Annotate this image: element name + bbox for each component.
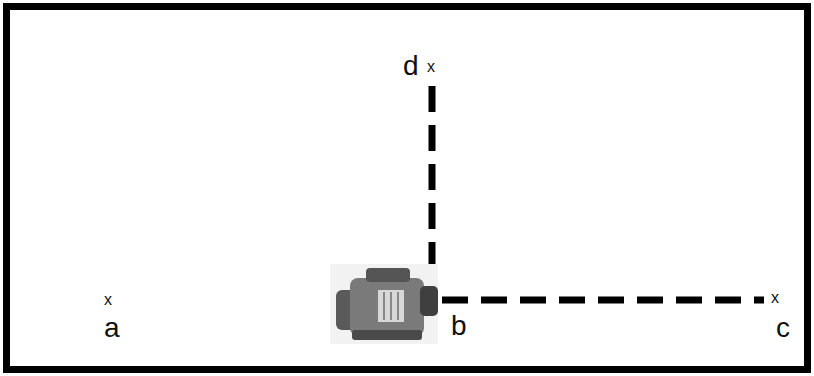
device-base [352, 330, 422, 340]
point-marker: x [104, 292, 112, 308]
device-top [366, 268, 410, 282]
device-grille [397, 292, 399, 320]
dashed-line [442, 297, 764, 304]
point-marker: x [427, 59, 435, 75]
device-grille [383, 292, 385, 320]
point-marker: x [771, 290, 779, 306]
device-grille [390, 292, 392, 320]
device-window [378, 290, 404, 322]
point-letter: c [776, 314, 790, 342]
device-lens [420, 286, 438, 316]
point-letter: b [451, 312, 467, 340]
frame-border [7, 7, 808, 370]
laser-level-device [330, 264, 438, 344]
device-shadow [330, 264, 438, 344]
point-letter: a [104, 314, 120, 342]
point-letter: d [403, 52, 419, 80]
device-body [350, 278, 424, 336]
dashed-line [429, 86, 436, 292]
